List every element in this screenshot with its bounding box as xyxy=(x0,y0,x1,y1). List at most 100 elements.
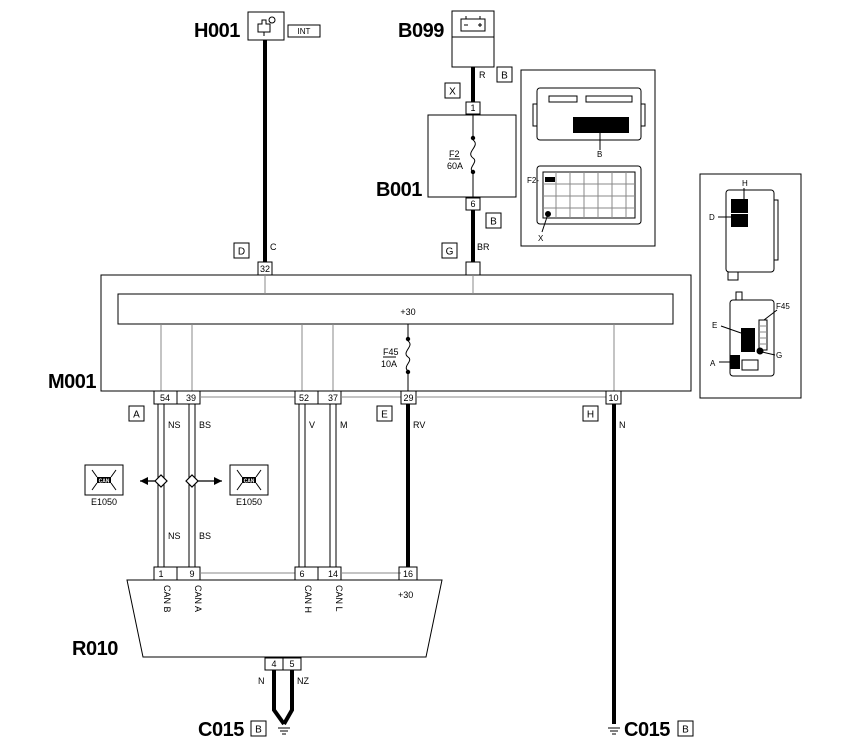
h001-symbol-box xyxy=(247,11,285,41)
svg-text:32: 32 xyxy=(260,264,270,274)
can-splice-left xyxy=(140,474,168,488)
fuse-f45-label: F45 xyxy=(383,347,399,357)
m001-box xyxy=(100,274,692,392)
wire-bs xyxy=(188,404,196,567)
svg-text:6: 6 xyxy=(470,199,475,209)
connector-g xyxy=(441,242,458,259)
fuse-f2-label: F2 xyxy=(449,149,460,159)
ground-icon xyxy=(608,727,620,735)
svg-text:5: 5 xyxy=(289,659,294,669)
h001-int-text: INT xyxy=(298,27,311,36)
wire-ns xyxy=(157,404,165,567)
connector-b-b099 xyxy=(496,66,513,83)
wire-v-label: V xyxy=(309,420,315,430)
b001-component: B001 F2 60A xyxy=(376,114,517,201)
battery-icon xyxy=(460,16,486,32)
svg-text:39: 39 xyxy=(186,393,196,403)
svg-text:10: 10 xyxy=(608,393,618,403)
can-network-icon xyxy=(91,469,117,491)
r010-supply-label: +30 xyxy=(398,590,413,600)
can-network-icon xyxy=(236,469,262,491)
m001-pin-strip: 54 39 52 37 29 10 xyxy=(153,390,622,405)
connector-b-b001 xyxy=(485,212,502,229)
h001-label: H001 xyxy=(194,20,240,42)
e1050-left: CAN E1050 xyxy=(84,464,124,507)
svg-text:CAN: CAN xyxy=(244,479,255,485)
h001-component: H001 INT xyxy=(194,11,321,42)
svg-text:B: B xyxy=(597,150,602,159)
can-splice-right xyxy=(185,474,222,488)
b001-label: B001 xyxy=(376,179,422,201)
connector-d xyxy=(233,242,250,259)
wire-nz xyxy=(282,670,294,725)
svg-text:A: A xyxy=(710,359,716,368)
e1050-right-label: E1050 xyxy=(236,497,262,507)
svg-text:X: X xyxy=(449,87,456,98)
svg-text:37: 37 xyxy=(328,393,338,403)
wire-v xyxy=(298,404,306,567)
r010-component: R010 +30 CAN B CAN A CAN H CAN L xyxy=(72,579,443,660)
wire-ns-label-bottom: NS xyxy=(168,531,181,541)
svg-text:C015: C015 xyxy=(624,719,670,741)
m001-bus-bar xyxy=(117,293,674,325)
svg-text:E: E xyxy=(381,410,388,421)
m001-location-inset: H D F45 E A G xyxy=(699,173,802,399)
wire-m xyxy=(329,404,337,567)
connector-a xyxy=(128,405,145,422)
ground-c015-left: C015 B xyxy=(198,719,290,741)
fuse-f2-symbol xyxy=(470,139,476,173)
m001-bus-label: +30 xyxy=(400,307,415,317)
svg-text:16: 16 xyxy=(403,569,413,579)
r010-pin-strip: 1 9 6 14 16 xyxy=(153,566,418,581)
fuse-f45-symbol xyxy=(405,340,411,372)
b099-battery-box xyxy=(451,10,495,38)
b099-body xyxy=(451,36,495,68)
svg-text:H: H xyxy=(587,410,594,421)
e1050-right: CAN E1050 xyxy=(229,464,269,507)
svg-text:1: 1 xyxy=(158,569,163,579)
svg-text:4: 4 xyxy=(271,659,276,669)
r010-can-a: CAN A xyxy=(193,585,203,612)
wire-nz-label: NZ xyxy=(297,676,309,686)
r010-label: R010 xyxy=(72,638,118,660)
connector-h xyxy=(582,405,599,422)
r010-can-b: CAN B xyxy=(162,585,172,613)
svg-text:B: B xyxy=(501,71,508,82)
wire-m-label: M xyxy=(340,420,348,430)
wire-rv-label: RV xyxy=(413,420,425,430)
svg-text:D: D xyxy=(238,247,245,258)
m001-pin-g xyxy=(465,261,481,276)
wire-n-right-label: N xyxy=(619,420,626,430)
svg-text:H: H xyxy=(742,179,748,188)
wire-ns-label-top: NS xyxy=(168,420,181,430)
svg-text:14: 14 xyxy=(328,569,338,579)
wire-r-label: R xyxy=(479,70,486,80)
b001-box xyxy=(427,114,517,198)
b099-component: B099 xyxy=(398,10,495,68)
svg-text:F2-: F2- xyxy=(527,176,539,185)
svg-text:52: 52 xyxy=(299,393,309,403)
b001-location-inset: B F2- X xyxy=(520,69,656,247)
r010-body xyxy=(126,579,443,658)
wire-bs-label-top: BS xyxy=(199,420,211,430)
svg-text:B: B xyxy=(490,217,497,228)
svg-text:1: 1 xyxy=(470,103,475,113)
svg-text:F45: F45 xyxy=(776,302,790,311)
svg-text:CAN: CAN xyxy=(99,479,110,485)
wire-c-label: C xyxy=(270,242,277,252)
svg-text:G: G xyxy=(776,351,782,360)
ignition-switch-icon xyxy=(257,16,276,36)
wire-br-label: BR xyxy=(477,242,490,252)
e1050-left-label: E1050 xyxy=(91,497,117,507)
wire-bs-label-bottom: BS xyxy=(199,531,211,541)
h001-int-tag xyxy=(287,24,321,38)
svg-text:9: 9 xyxy=(189,569,194,579)
svg-text:6: 6 xyxy=(299,569,304,579)
ground-c015-right: C015 B xyxy=(608,719,694,741)
svg-text:B: B xyxy=(682,725,689,736)
connector-x xyxy=(444,82,461,99)
b001-pin-1 xyxy=(465,101,481,115)
svg-text:X: X xyxy=(538,234,544,243)
svg-text:A: A xyxy=(133,410,140,421)
